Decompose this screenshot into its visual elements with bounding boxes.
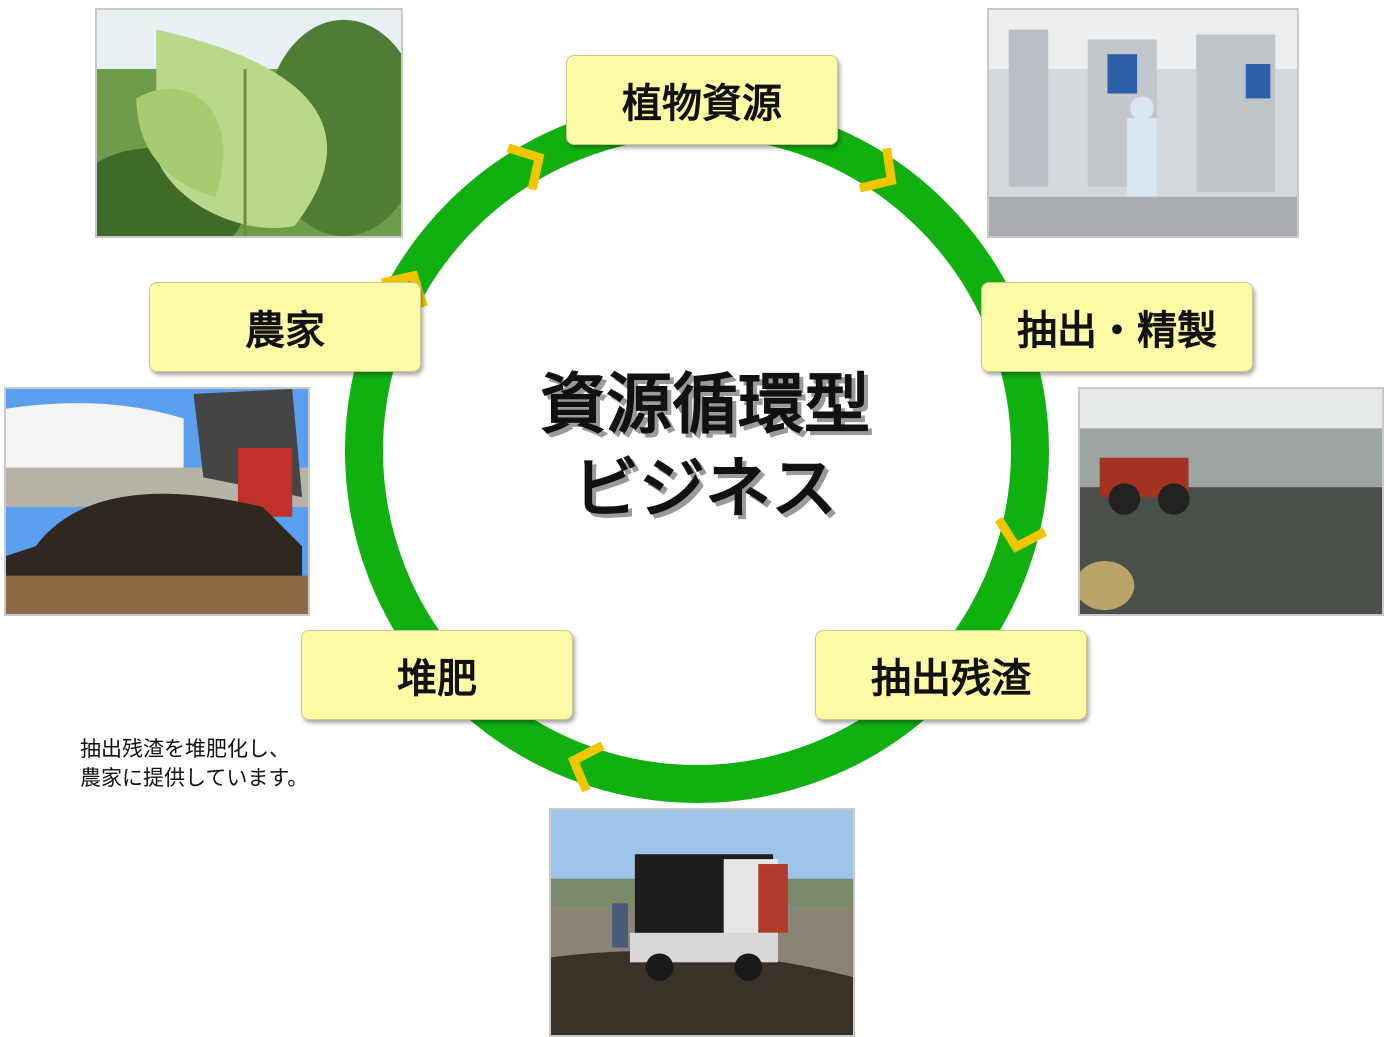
stage-plant-resources: 植物資源 <box>566 55 838 145</box>
truck-unloading-photo <box>549 808 855 1037</box>
center-title-line2: ビジネス <box>573 450 837 527</box>
extraction-plant-photo <box>987 8 1299 238</box>
stage-farmer: 農家 <box>149 282 421 372</box>
compost-dump-photo <box>4 387 310 616</box>
stage-extraction-refining: 抽出・精製 <box>981 282 1253 372</box>
cycle-arrow-5 <box>506 143 545 191</box>
residue-greenhouse-photo <box>1078 387 1384 616</box>
caption: 抽出残渣を堆肥化し、 農家に提供しています。 <box>80 735 308 793</box>
stage-extraction-residue: 抽出残渣 <box>815 630 1087 720</box>
stage-compost: 堆肥 <box>301 630 573 720</box>
caption-line1: 抽出残渣を堆肥化し、 <box>80 737 290 761</box>
cycle-arrow-3 <box>567 741 605 793</box>
center-title-line1: 資源循環型 <box>540 366 870 443</box>
cycle-arrow-2 <box>994 516 1048 553</box>
cycle-arrow-1 <box>858 147 897 193</box>
ginkgo-leaves-photo <box>95 8 403 238</box>
caption-line2: 農家に提供しています。 <box>80 766 309 790</box>
